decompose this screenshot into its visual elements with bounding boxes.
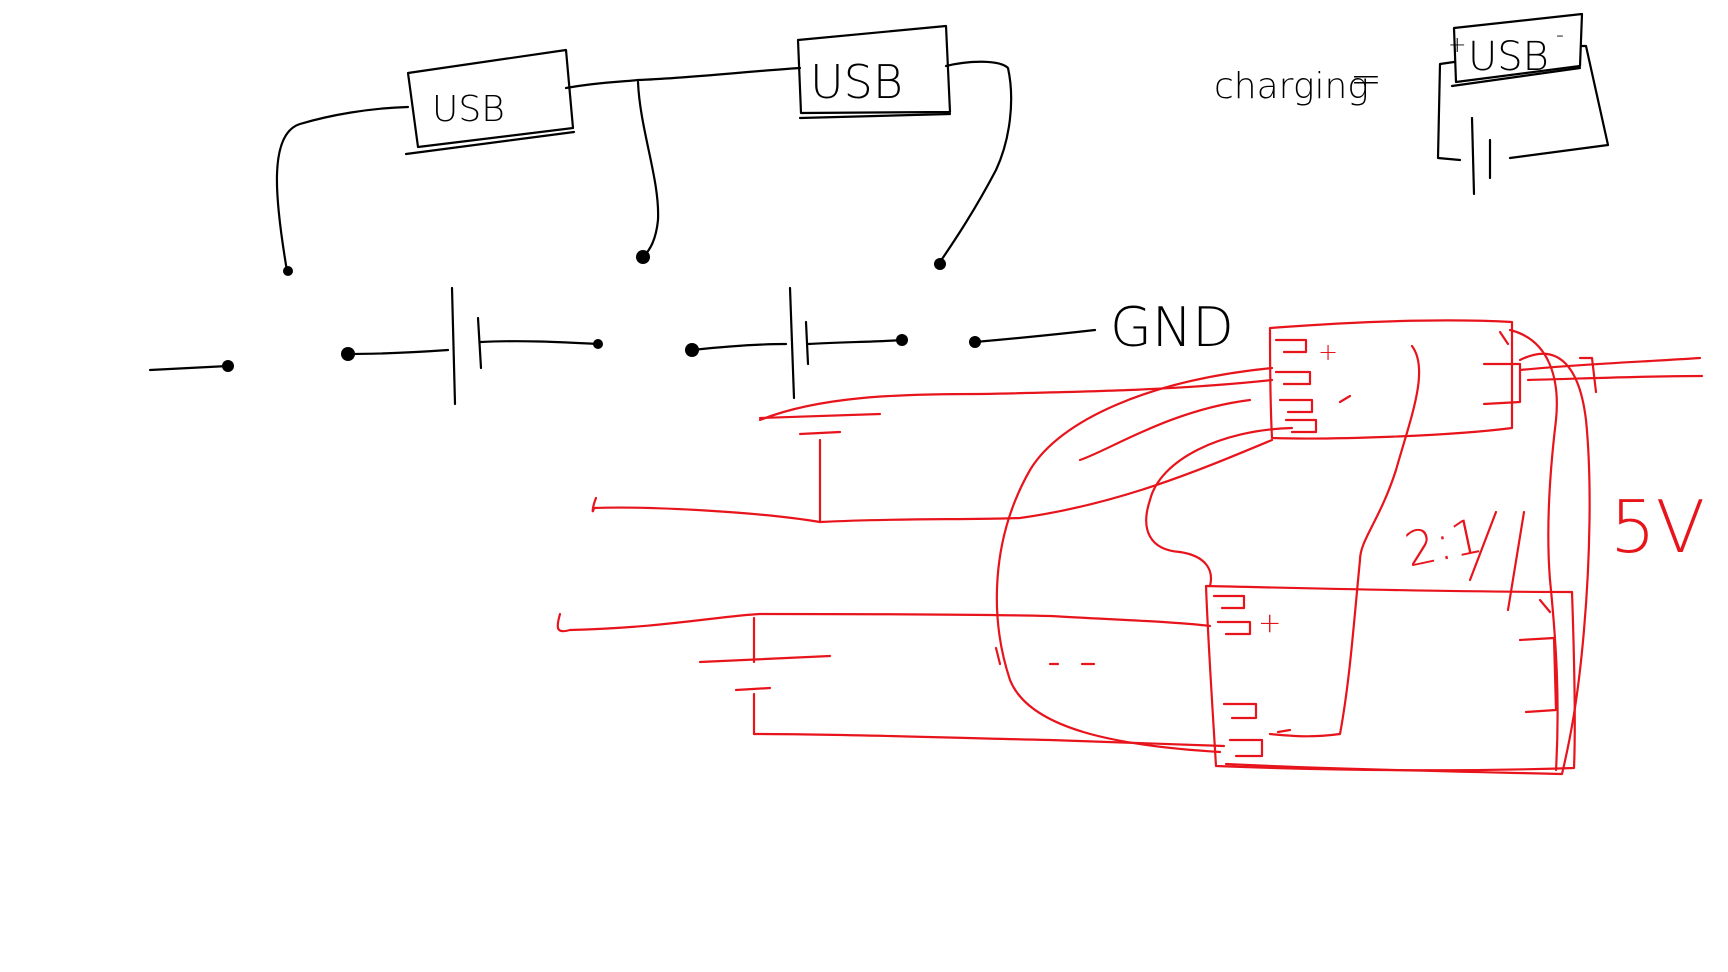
- wire-input-left: [148, 364, 230, 372]
- usb-label-1: USB: [432, 89, 505, 130]
- battery-1-short-plate: [476, 316, 483, 370]
- wire-usb1-left: [275, 105, 410, 273]
- usb-box-2: USB: [796, 24, 952, 120]
- charging-minus-mark: -: [1556, 23, 1564, 48]
- wire-battery2-right: [806, 338, 904, 346]
- red-wire-bottom-horizontal: [752, 732, 1226, 748]
- charging-usb-box: [1452, 12, 1584, 84]
- ratio-slash-2: [1506, 510, 1526, 612]
- red-battery2-plate-short: [734, 686, 772, 692]
- red-wiring-sketch: + +: [556, 319, 1705, 776]
- red-wire-big-loop: [995, 366, 1274, 754]
- wire-battery1-left: [346, 348, 450, 356]
- terminal-dot-1: [283, 266, 293, 276]
- terminal-dot-8: [896, 334, 908, 346]
- red-wire-lower-horizontal: [556, 612, 1212, 633]
- red-module-upper: +: [1268, 319, 1522, 440]
- battery-2-short-plate: [804, 320, 810, 366]
- charging-wire-left: [1436, 60, 1462, 162]
- charging-wire-right: [1508, 44, 1610, 160]
- charging-battery-long-plate: [1470, 116, 1476, 196]
- red-wire-module-connect: [1268, 344, 1421, 738]
- charging-usb-label: USB: [1468, 34, 1549, 80]
- red-wire-outer-right: [1224, 352, 1591, 776]
- module-lower-plus: +: [1258, 606, 1281, 639]
- battery-2-long-plate: [788, 286, 796, 400]
- gnd-label: GND: [1110, 296, 1234, 359]
- terminal-dot-4: [222, 360, 234, 372]
- red-module-lower: +: [1204, 584, 1576, 772]
- red-wire-output-1: [1518, 356, 1702, 372]
- red-wire-output-bracket: [1578, 356, 1598, 394]
- wire-usb2-right: [938, 60, 1013, 264]
- red-wire-inner-loop: [1078, 398, 1252, 462]
- red-battery2-plate-long: [698, 654, 832, 664]
- usb-box-1: USB: [404, 48, 576, 156]
- wire-middle-down: [636, 80, 660, 259]
- charging-usb-underline: [1450, 66, 1582, 88]
- red-wire-output-2: [1526, 374, 1704, 382]
- red-dash-1: [994, 646, 1002, 666]
- ratio-slash-1: [1468, 510, 1498, 582]
- module-upper-plus: +: [1318, 338, 1338, 366]
- black-circuit-sketch: USB USB GND: [148, 12, 1610, 406]
- red-wire-batt1-top: [758, 412, 882, 420]
- terminal-dot-6: [593, 339, 603, 349]
- red-battery1-plate: [798, 430, 842, 436]
- red-wire-s-curve: [1145, 426, 1294, 588]
- equals-sign: =: [1350, 57, 1382, 101]
- terminal-dot-2: [636, 250, 650, 264]
- wire-battery1-right: [479, 340, 600, 346]
- charging-label: charging: [1214, 66, 1369, 107]
- red-wire-middle-horizontal: [591, 438, 1274, 524]
- terminal-dot-3: [934, 258, 946, 270]
- battery-1-long-plate: [450, 286, 457, 406]
- wire-to-gnd: [973, 328, 1097, 344]
- wire-usb1-usb2-link: [564, 66, 802, 90]
- red-wire-top-horizontal: [758, 378, 1274, 422]
- charging-plus-mark: +: [1448, 33, 1466, 58]
- usb-label-2: USB: [810, 55, 903, 109]
- wire-battery2-left: [690, 342, 788, 352]
- charging-equation: charging = USB + -: [1214, 12, 1610, 196]
- voltage-label: 5V: [1610, 485, 1705, 569]
